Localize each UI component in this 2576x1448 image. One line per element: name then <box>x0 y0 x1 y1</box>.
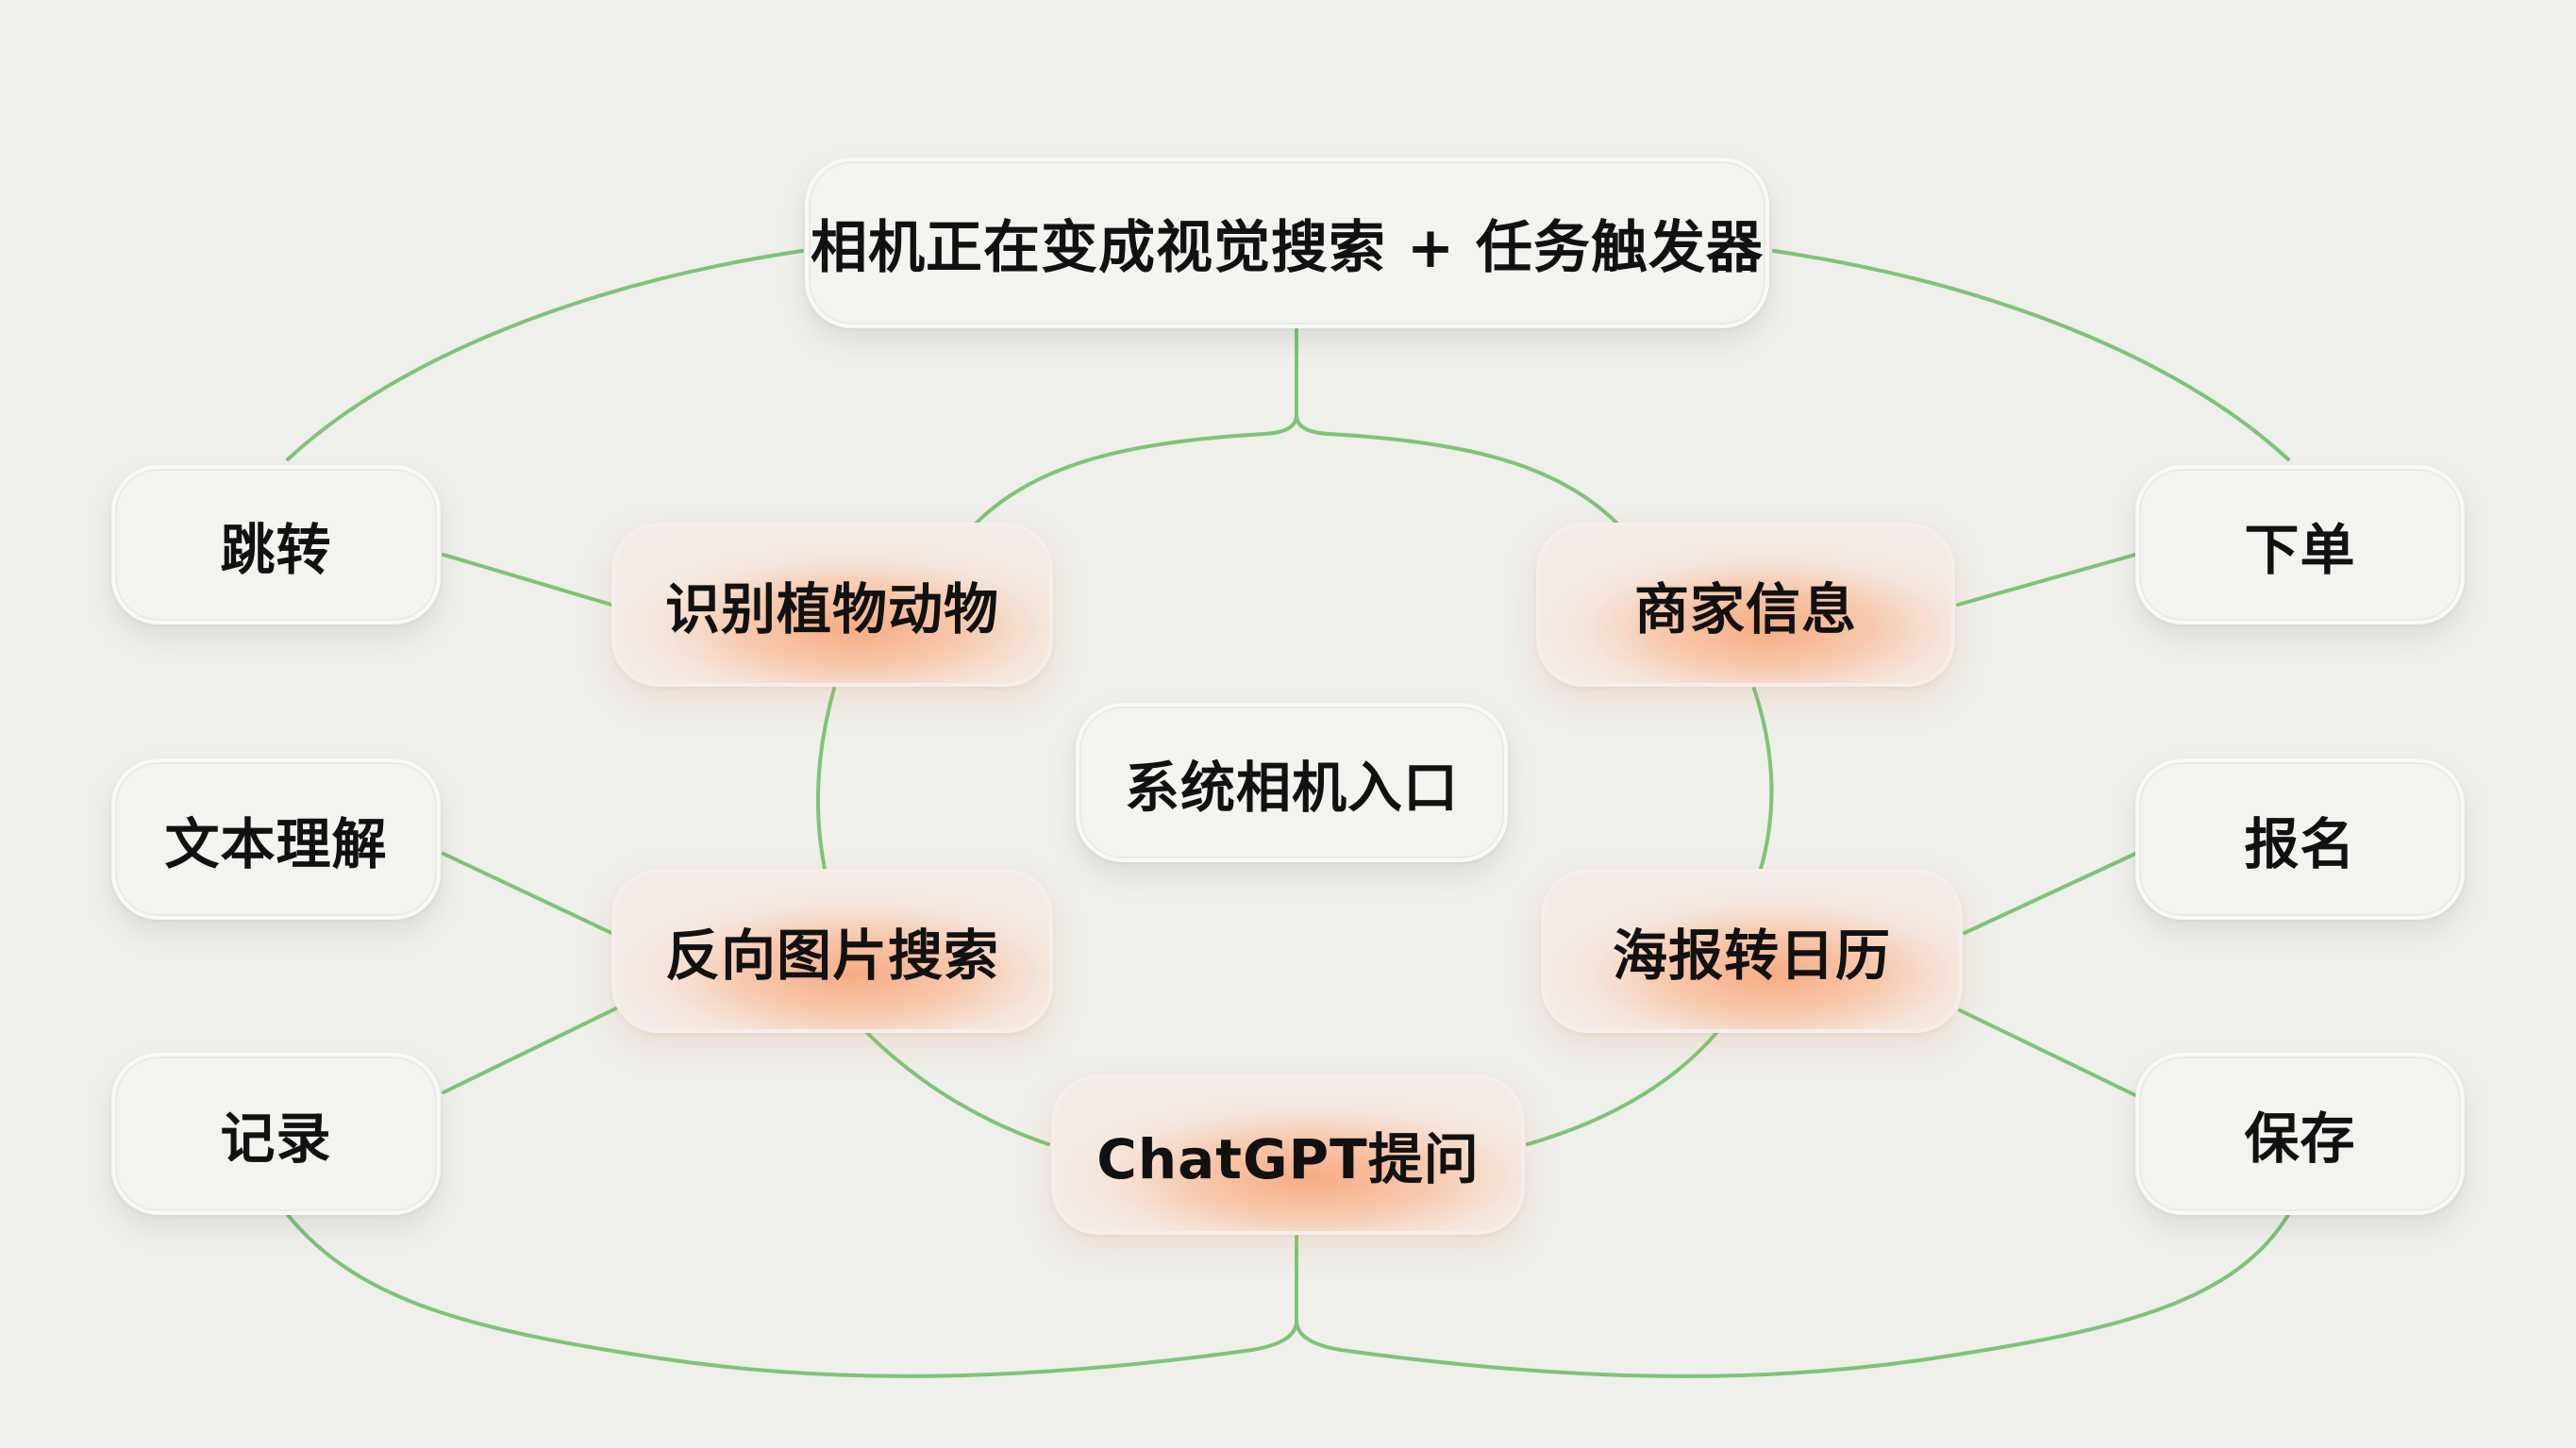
action-jump-text: 跳转 <box>220 517 332 582</box>
link-poster-to-chatgpt <box>1526 1031 1718 1146</box>
action-signup-text: 报名 <box>2244 811 2356 876</box>
feature-chatgpt-text: ChatGPT提问 <box>1096 1127 1480 1191</box>
link-chatgpt-to-record <box>286 1213 1298 1378</box>
action-record-text: 记录 <box>220 1107 332 1171</box>
link-text-to-reverse <box>442 852 613 935</box>
action-order-text: 下单 <box>2244 517 2356 582</box>
center-text: 系统相机入口 <box>1124 755 1459 820</box>
action-text-understanding-text: 文本理解 <box>164 811 388 876</box>
feature-reverse-search-node: 反向图片搜索 <box>611 869 1053 1033</box>
feature-identify-node: 识别植物动物 <box>611 523 1053 687</box>
link-title-to-identify <box>975 413 1298 524</box>
link-merchant-to-poster <box>1752 687 1774 871</box>
link-title-to-merchant <box>1295 413 1618 524</box>
feature-chatgpt-node: ChatGPT提问 <box>1051 1074 1525 1235</box>
link-signup-to-poster <box>1963 852 2137 935</box>
link-jump-to-identify <box>442 553 613 607</box>
feature-merchant-text: 商家信息 <box>1633 577 1857 641</box>
link-identify-to-reverse <box>816 687 836 871</box>
link-reverse-to-chatgpt <box>865 1031 1050 1146</box>
feature-reverse-search-text: 反向图片搜索 <box>664 924 999 988</box>
center-node: 系统相机入口 <box>1076 703 1508 862</box>
action-save-node: 保存 <box>2135 1053 2465 1215</box>
feature-poster-calendar-node: 海报转日历 <box>1541 869 1963 1033</box>
title-text: 相机正在变成视觉搜索 + 任务触发器 <box>810 215 1765 281</box>
feature-merchant-node: 商家信息 <box>1536 523 1955 687</box>
action-text-understanding-node: 文本理解 <box>111 758 441 920</box>
title-node: 相机正在变成视觉搜索 + 任务触发器 <box>805 158 1769 328</box>
link-order-to-merchant <box>1956 553 2137 607</box>
action-signup-node: 报名 <box>2135 758 2465 920</box>
action-save-text: 保存 <box>2244 1107 2356 1171</box>
feature-poster-calendar-text: 海报转日历 <box>1612 924 1891 988</box>
link-title-to-jump <box>286 249 804 461</box>
feature-identify-text: 识别植物动物 <box>664 577 999 641</box>
action-record-node: 记录 <box>111 1053 441 1215</box>
action-jump-node: 跳转 <box>111 465 441 624</box>
action-order-node: 下单 <box>2135 465 2465 624</box>
link-save-to-poster <box>1958 1008 2137 1097</box>
link-record-to-reverse <box>442 1007 618 1094</box>
link-title-to-order <box>1772 249 2290 461</box>
link-chatgpt-to-save <box>1295 1213 2290 1378</box>
